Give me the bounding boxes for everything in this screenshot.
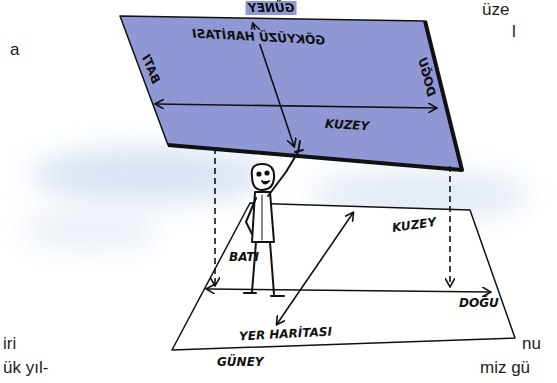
map-label: KUZEY — [323, 117, 372, 134]
projection-arrow — [214, 148, 216, 285]
map-outline — [118, 0, 468, 175]
page-text-fragment: miz gü — [480, 358, 530, 378]
map-outline — [165, 200, 540, 372]
map-label: BATI — [227, 250, 261, 264]
page-text-fragment: ük yıl- — [3, 358, 48, 378]
page-text-fragment: l — [512, 22, 516, 42]
page-text-fragment: a — [10, 40, 19, 60]
ground-map: KUZEYBATIDOĞUYER HARİTASIGÜNEY — [165, 200, 540, 372]
map-label: DOĞU — [457, 296, 501, 310]
page-text-fragment: iri — [3, 334, 16, 354]
map-label: GÜNEY — [246, 1, 297, 15]
page-text-fragment: üze — [482, 0, 509, 20]
projection-arrow — [449, 166, 451, 286]
page-text-fragment: nu — [522, 334, 541, 354]
map-label: GÜNEY — [215, 355, 266, 369]
sky-map: GÜNEYGÖKYÜZÜ HARİTASIBATIDOĞUKUZEY — [118, 0, 468, 175]
